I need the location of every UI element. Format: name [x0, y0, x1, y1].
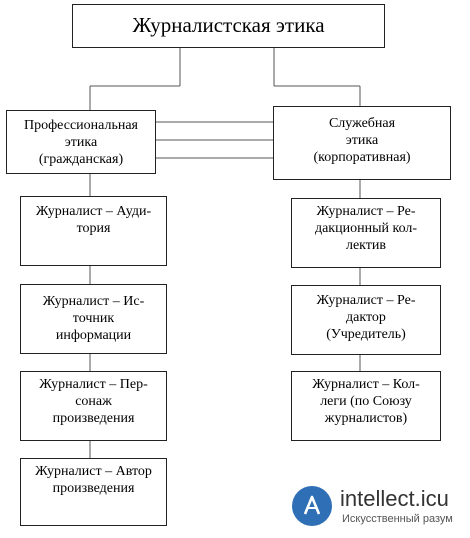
node-line: этика [64, 135, 98, 150]
node-line: Журналист – Кол- [312, 377, 420, 392]
node-line: произведения [52, 481, 135, 496]
node-line: произведения [52, 411, 135, 426]
node-journalist-editor: Журналист – Ре- дактор (Учредитель) [291, 285, 441, 355]
node-line: Журналист – Ауди- [35, 204, 152, 219]
node-line: Журналист – Ре- [316, 204, 416, 219]
node-line: Журналист – Ис- [42, 294, 145, 309]
node-journalist-source: Журналист – Ис- точник информации [20, 284, 167, 354]
node-line: Журналист – Пер- [39, 377, 148, 392]
node-line: дактор [346, 310, 386, 325]
node-line: информации [55, 328, 132, 343]
node-professional-ethics: Профессиональная этика (гражданская) [6, 110, 156, 174]
node-line: (гражданская) [38, 152, 124, 167]
root-node-title: Журналистская этика [132, 13, 325, 37]
node-line: (Учредитель) [326, 327, 406, 342]
node-line: журналистов) [324, 411, 408, 426]
node-line: (корпоративная) [313, 150, 411, 165]
node-line: точник [72, 311, 115, 326]
node-line: Журналист – Автор [35, 464, 152, 479]
node-line: этика [345, 133, 379, 148]
site-watermark: intellect.icu Искусственный разум [292, 486, 468, 532]
node-line: тория [76, 221, 111, 236]
node-line: лектив [345, 238, 387, 253]
node-line: Журналист – Ре- [316, 293, 416, 308]
a-letter-logo-icon [292, 486, 332, 526]
node-journalist-audience: Журналист – Ауди- тория [20, 196, 167, 266]
watermark-brand: intellect.icu [340, 486, 449, 511]
node-line: дакционный кол- [314, 221, 418, 236]
node-line: Профессиональная [23, 118, 138, 133]
root-node-journalistic-ethics: Журналистская этика [72, 4, 385, 48]
node-journalist-editorial-team: Журналист – Ре- дакционный кол- лектив [291, 198, 441, 268]
node-journalist-author: Журналист – Автор произведения [20, 458, 167, 526]
node-service-ethics: Служебная этика (корпоративная) [273, 106, 451, 180]
node-journalist-colleagues: Журналист – Кол- леги (по Союзу журналис… [291, 371, 441, 441]
node-line: Служебная [328, 116, 396, 131]
watermark-slogan: Искусственный разум [342, 513, 453, 525]
node-line: сонаж [75, 394, 112, 409]
node-journalist-character: Журналист – Пер- сонаж произведения [20, 371, 167, 441]
node-line: леги (по Союзу [320, 394, 412, 409]
